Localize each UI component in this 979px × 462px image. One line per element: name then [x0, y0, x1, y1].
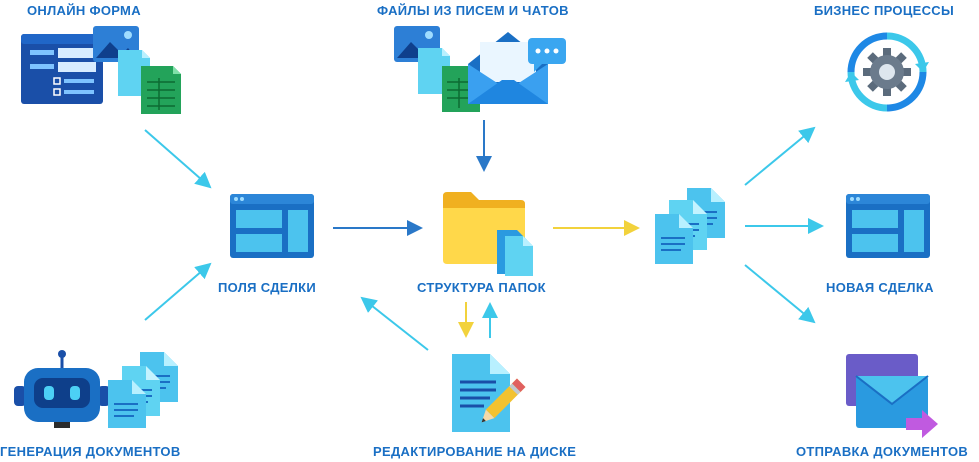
- arrow-docs-to-bp: [744, 126, 816, 186]
- documents-stack-icon: [655, 188, 725, 264]
- arrow-generation-to-fields: [144, 262, 212, 321]
- emails-chats-icon: [394, 26, 566, 112]
- folder-structure-icon: [443, 192, 533, 276]
- arrow-docs-to-sending: [744, 264, 816, 324]
- deal-fields-icon: [230, 194, 314, 258]
- label-document-sending: ОТПРАВКА ДОКУМЕНТОВ: [796, 444, 969, 459]
- online-form-icon: [21, 26, 181, 114]
- label-online-form: ОНЛАЙН ФОРМА: [27, 3, 141, 18]
- arrow-form-to-fields: [144, 129, 212, 189]
- new-deal-icon: [846, 194, 930, 258]
- send-documents-icon: [846, 354, 938, 438]
- label-deal-fields: ПОЛЯ СДЕЛКИ: [218, 280, 317, 295]
- label-new-deal: НОВАЯ СДЕЛКА: [826, 280, 934, 295]
- business-process-icon: [845, 32, 929, 112]
- label-disk-editing: РЕДАКТИРОВАНИЕ НА ДИСКЕ: [373, 444, 577, 459]
- label-files-from-emails: ФАЙЛЫ ИЗ ПИСЕМ И ЧАТОВ: [377, 3, 569, 18]
- label-business-processes: БИЗНЕС ПРОЦЕССЫ: [814, 3, 955, 18]
- arrow-editing-to-fields: [360, 296, 429, 351]
- label-document-generation: ГЕНЕРАЦИЯ ДОКУМЕНТОВ: [0, 444, 181, 459]
- label-folder-structure: СТРУКТУРА ПАПОК: [417, 280, 546, 295]
- robot-documents-icon: [14, 350, 178, 428]
- document-edit-icon: [452, 354, 526, 432]
